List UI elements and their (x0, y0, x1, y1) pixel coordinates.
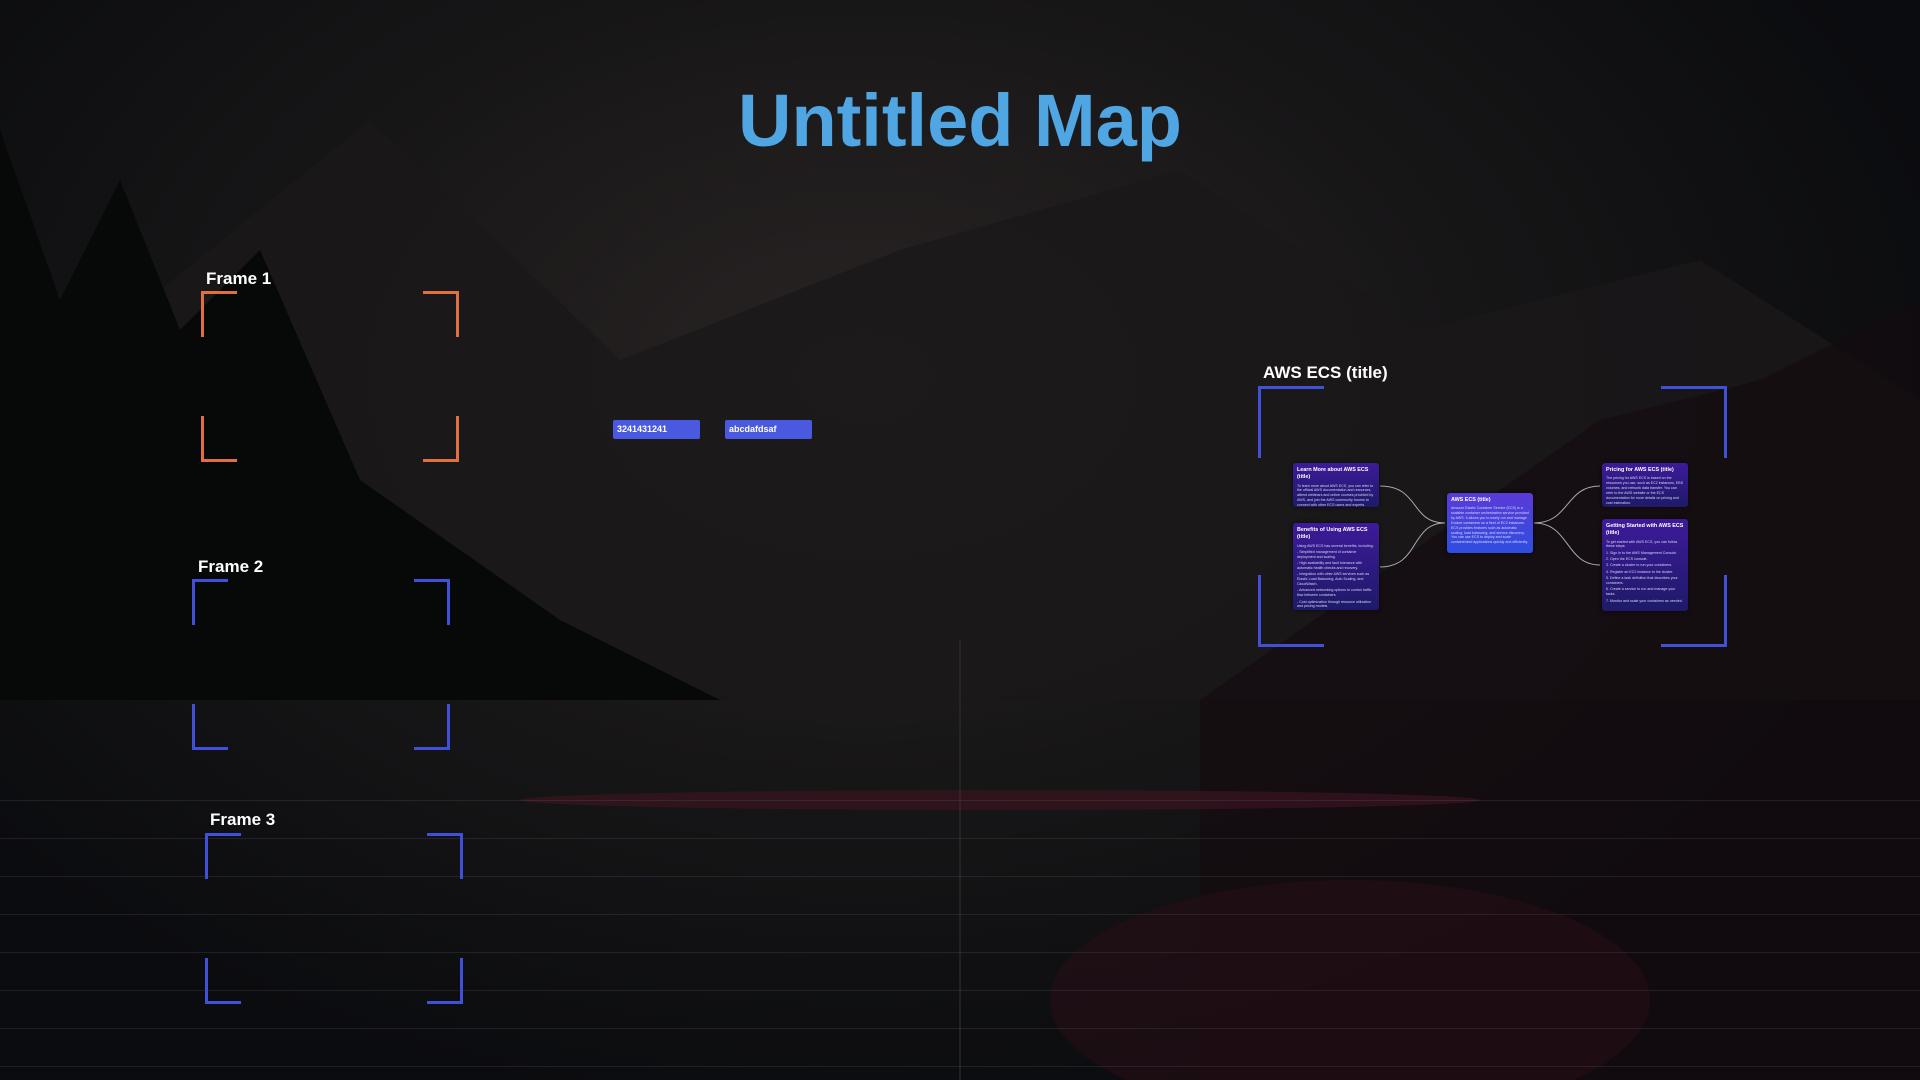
card-aws-ecs-root[interactable]: AWS ECS (title) Amazon Elastic Container… (1447, 493, 1533, 553)
card-getting-started[interactable]: Getting Started with AWS ECS (title) To … (1602, 519, 1688, 611)
card-line: Using AWS ECS has several benefits, incl… (1297, 543, 1374, 548)
card-line: 1. Sign in to the AWS Management Console… (1606, 550, 1677, 555)
card-line: - Cost optimization through resource uti… (1297, 599, 1371, 609)
card-line: 4. Register an EC2 instance to the clust… (1606, 569, 1674, 574)
connector (1379, 522, 1446, 568)
card-line: - Advanced networking options to control… (1297, 588, 1372, 598)
frame-1[interactable] (201, 291, 459, 462)
card-pricing[interactable]: Pricing for AWS ECS (title) The pricing … (1602, 463, 1688, 507)
card-line: 5. Define a task definition that describ… (1606, 576, 1678, 585)
card-body: The pricing for AWS ECS is based on the … (1606, 476, 1684, 505)
aws-ecs-frame[interactable] (1258, 386, 1727, 647)
card-line: - Integration with other AWS services su… (1297, 572, 1370, 586)
card-line: 7. Monitor and scale your containers as … (1606, 598, 1683, 603)
grid-floor (0, 800, 1920, 1080)
frame-3[interactable] (205, 833, 463, 1004)
map-title[interactable]: Untitled Map (738, 79, 1182, 162)
card-title: Pricing for AWS ECS (title) (1606, 467, 1674, 473)
aws-ecs-frame-label[interactable]: AWS ECS (title) (1263, 363, 1388, 382)
frame-2-label[interactable]: Frame 2 (198, 557, 264, 576)
connector (1533, 522, 1601, 566)
card-line: 2. Open the ECS console. (1606, 557, 1648, 562)
frame-3-label[interactable]: Frame 3 (210, 810, 276, 829)
card-line: 6. Create a service to run and manage yo… (1606, 587, 1676, 597)
node-tag-1[interactable]: 3241431241 (613, 420, 700, 439)
card-title: Getting Started with AWS ECS (title) (1606, 523, 1684, 537)
card-benefits[interactable]: Benefits of Using AWS ECS (title) Using … (1293, 523, 1379, 610)
card-line: To get started with AWS ECS, you can fol… (1606, 539, 1678, 549)
card-learn-more[interactable]: Learn More about AWS ECS (title) To lear… (1293, 463, 1379, 507)
card-title: AWS ECS (title) (1451, 497, 1491, 503)
card-line: - High availability and fault tolerance … (1297, 561, 1363, 570)
connector (1533, 485, 1601, 524)
card-body: To learn more about AWS ECS, you can ref… (1297, 483, 1374, 507)
card-title: Benefits of Using AWS ECS (title) (1297, 527, 1368, 541)
connector (1379, 485, 1446, 524)
card-line: 3. Create a cluster to run your containe… (1606, 563, 1673, 568)
node-tag-2[interactable]: abcdafdsaf (725, 420, 812, 439)
frame-1-label[interactable]: Frame 1 (206, 269, 272, 288)
card-title: Learn More about AWS ECS (title) (1297, 467, 1369, 481)
card-body: Amazon Elastic Container Service (ECS) i… (1451, 506, 1529, 545)
frame-2[interactable] (192, 579, 450, 750)
card-line: - Simplified management of container dep… (1297, 549, 1357, 559)
